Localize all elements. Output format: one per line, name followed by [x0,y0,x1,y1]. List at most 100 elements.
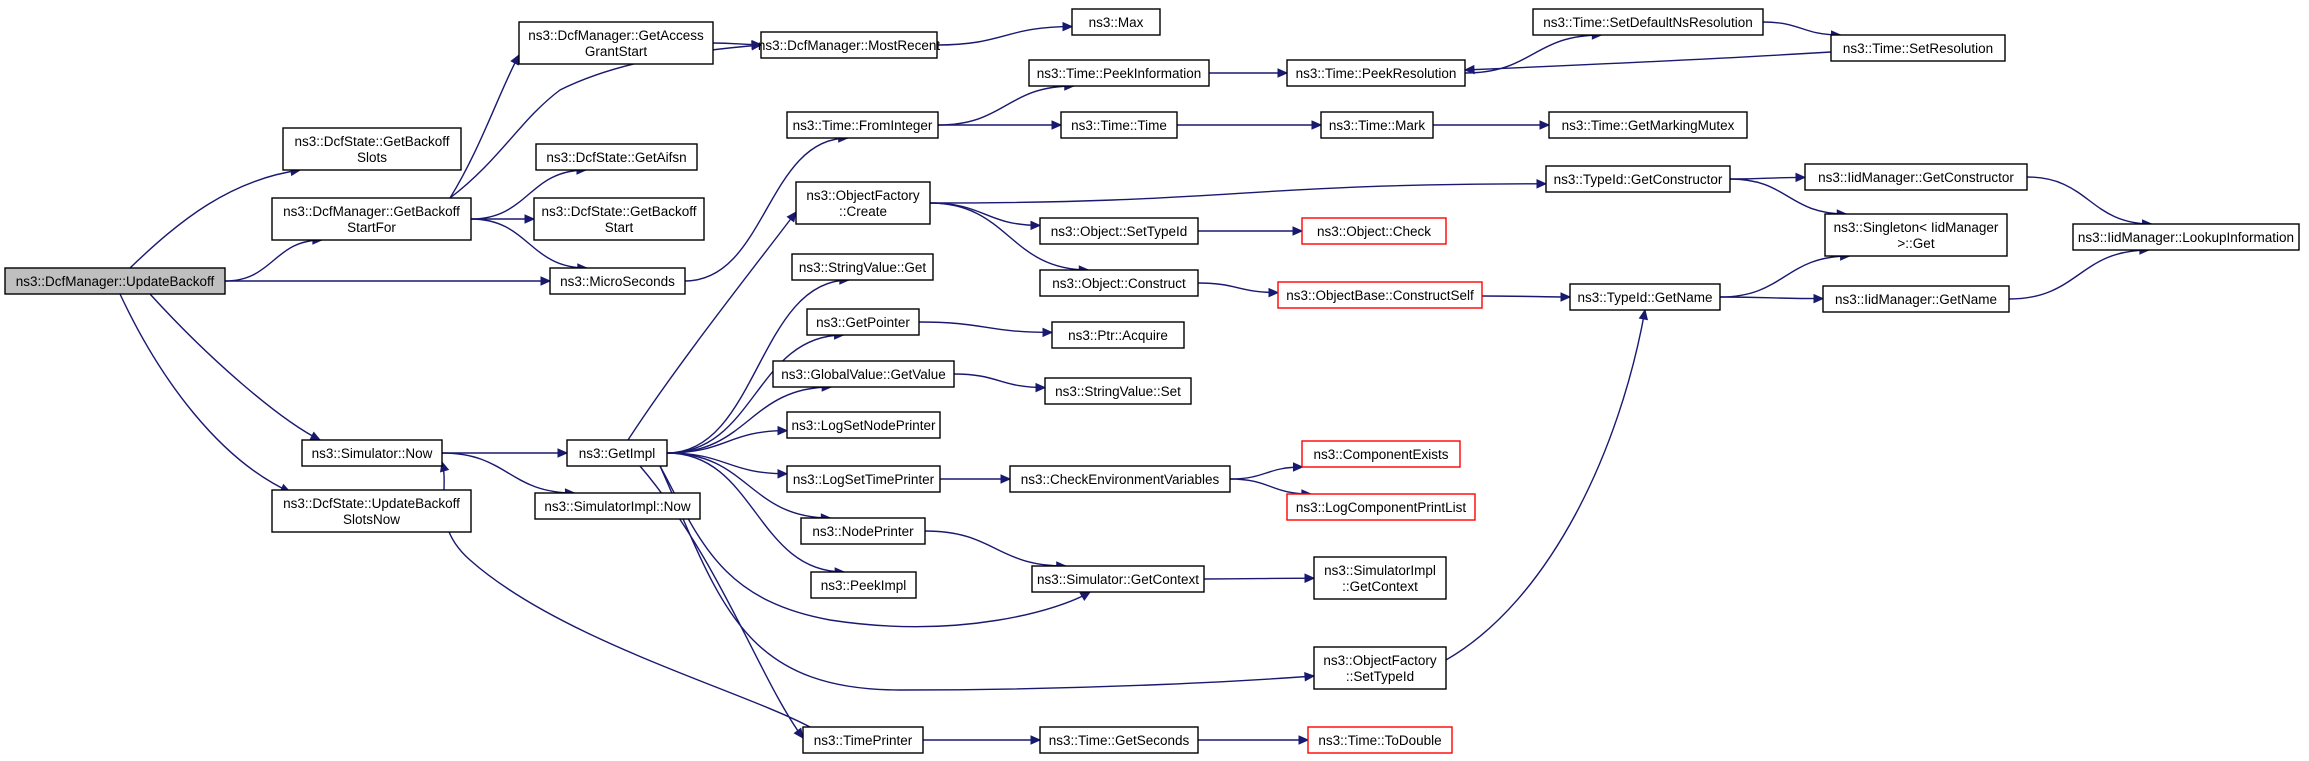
node-objectFactorySetTypeId[interactable]: ns3::ObjectFactory::SetTypeId [1313,646,1447,690]
node-getAifsn[interactable]: ns3::DcfState::GetAifsn [535,143,698,171]
node-box[interactable] [1039,217,1199,245]
node-getPointer[interactable]: ns3::GetPointer [806,308,920,336]
node-box[interactable] [772,360,955,388]
node-box[interactable] [271,197,472,241]
node-box[interactable] [1307,726,1453,754]
node-box[interactable] [518,21,714,65]
node-iidGetName[interactable]: ns3::IidManager::GetName [1822,285,2010,313]
node-box[interactable] [1039,269,1199,297]
node-box[interactable] [1060,111,1178,139]
node-box[interactable] [1277,281,1483,309]
node-box[interactable] [1532,8,1764,36]
node-box[interactable] [1545,165,1731,193]
node-mostRecent[interactable]: ns3::DcfManager::MostRecent [758,31,941,59]
node-peekImpl[interactable]: ns3::PeekImpl [810,571,917,599]
node-box[interactable] [1301,440,1461,468]
node-max[interactable]: ns3::Max [1071,8,1161,36]
node-globalValueGetValue[interactable]: ns3::GlobalValue::GetValue [772,360,955,388]
node-timeToDouble[interactable]: ns3::Time::ToDouble [1307,726,1453,754]
node-simGetContext[interactable]: ns3::Simulator::GetContext [1031,565,1205,593]
node-microSeconds[interactable]: ns3::MicroSeconds [549,267,686,295]
node-box[interactable] [533,197,705,241]
node-getImpl[interactable]: ns3::GetImpl [566,439,668,467]
node-box[interactable] [1071,8,1161,36]
node-box[interactable] [1569,283,1721,311]
node-box[interactable] [1804,163,2028,191]
node-ptrAcquire[interactable]: ns3::Ptr::Acquire [1051,321,1185,349]
node-box[interactable] [1031,565,1205,593]
node-box[interactable] [760,31,938,59]
node-box[interactable] [2072,223,2300,251]
node-box[interactable] [1320,111,1434,139]
node-logComponentPrintList[interactable]: ns3::LogComponentPrintList [1286,493,1476,521]
node-box[interactable] [1548,111,1748,139]
node-box[interactable] [271,489,472,533]
node-objectFactoryCreate[interactable]: ns3::ObjectFactory::Create [795,181,931,225]
node-box[interactable] [566,439,668,467]
node-box[interactable] [786,111,939,139]
node-box[interactable] [1028,59,1210,87]
node-typeIdGetConstructor[interactable]: ns3::TypeId::GetConstructor [1545,165,1731,193]
node-box[interactable] [1009,465,1231,493]
node-box[interactable] [1039,726,1199,754]
node-objectCheck[interactable]: ns3::Object::Check [1301,217,1447,245]
node-typeIdGetName[interactable]: ns3::TypeId::GetName [1569,283,1721,311]
node-box[interactable] [786,465,941,493]
node-box[interactable] [1301,217,1447,245]
node-box[interactable] [806,308,920,336]
node-box[interactable] [1830,34,2006,62]
node-iidGetConstructor[interactable]: ns3::IidManager::GetConstructor [1804,163,2028,191]
node-box[interactable] [791,253,934,281]
node-box[interactable] [1286,59,1466,87]
node-box[interactable] [1313,556,1447,600]
node-box[interactable] [800,517,926,545]
node-root[interactable]: ns3::DcfManager::UpdateBackoff [4,267,226,295]
node-box[interactable] [1313,646,1447,690]
node-componentExists[interactable]: ns3::ComponentExists [1301,440,1461,468]
node-logSetNodePrinter[interactable]: ns3::LogSetNodePrinter [786,411,941,439]
node-simImplNow[interactable]: ns3::SimulatorImpl::Now [534,492,701,520]
node-timePeekResolution[interactable]: ns3::Time::PeekResolution [1286,59,1466,87]
node-simImplGetContext[interactable]: ns3::SimulatorImpl::GetContext [1313,556,1447,600]
node-box[interactable] [1044,377,1192,405]
node-box[interactable] [534,492,701,520]
node-simNow[interactable]: ns3::Simulator::Now [301,439,443,467]
node-box[interactable] [810,571,917,599]
node-timeSetResolution[interactable]: ns3::Time::SetResolution [1830,34,2006,62]
node-box[interactable] [795,181,931,225]
node-box[interactable] [282,127,462,171]
node-objectBaseConstructSelf[interactable]: ns3::ObjectBase::ConstructSelf [1277,281,1483,309]
node-singletonGet[interactable]: ns3::Singleton< IidManager >::Get [1824,213,2008,257]
node-timePrinter[interactable]: ns3::TimePrinter [802,726,924,754]
node-box[interactable] [535,143,698,171]
node-nodePrinter[interactable]: ns3::NodePrinter [800,517,926,545]
node-box[interactable] [786,411,941,439]
node-box[interactable] [4,267,226,295]
node-iidLookupInformation[interactable]: ns3::IidManager::LookupInformation [2072,223,2300,251]
node-stringValueGet[interactable]: ns3::StringValue::Get [791,253,934,281]
node-timeMark[interactable]: ns3::Time::Mark [1320,111,1434,139]
node-timeSetDefaultNsResolution[interactable]: ns3::Time::SetDefaultNsResolution [1532,8,1764,36]
node-timeGetMarkingMutex[interactable]: ns3::Time::GetMarkingMutex [1548,111,1748,139]
node-timeTime[interactable]: ns3::Time::Time [1060,111,1178,139]
node-logSetTimePrinter[interactable]: ns3::LogSetTimePrinter [786,465,941,493]
node-box[interactable] [549,267,686,295]
node-box[interactable] [802,726,924,754]
node-box[interactable] [1286,493,1476,521]
node-timeGetSeconds[interactable]: ns3::Time::GetSeconds [1039,726,1199,754]
node-objectSetTypeId[interactable]: ns3::Object::SetTypeId [1039,217,1199,245]
node-checkEnvVars[interactable]: ns3::CheckEnvironmentVariables [1009,465,1231,493]
node-box[interactable] [1824,213,2008,257]
node-timeFromInteger[interactable]: ns3::Time::FromInteger [786,111,939,139]
node-stringValueSet[interactable]: ns3::StringValue::Set [1044,377,1192,405]
node-box[interactable] [301,439,443,467]
node-objectConstruct[interactable]: ns3::Object::Construct [1039,269,1199,297]
node-box[interactable] [1822,285,2010,313]
node-box[interactable] [1051,321,1185,349]
node-timePeekInformation[interactable]: ns3::Time::PeekInformation [1028,59,1210,87]
